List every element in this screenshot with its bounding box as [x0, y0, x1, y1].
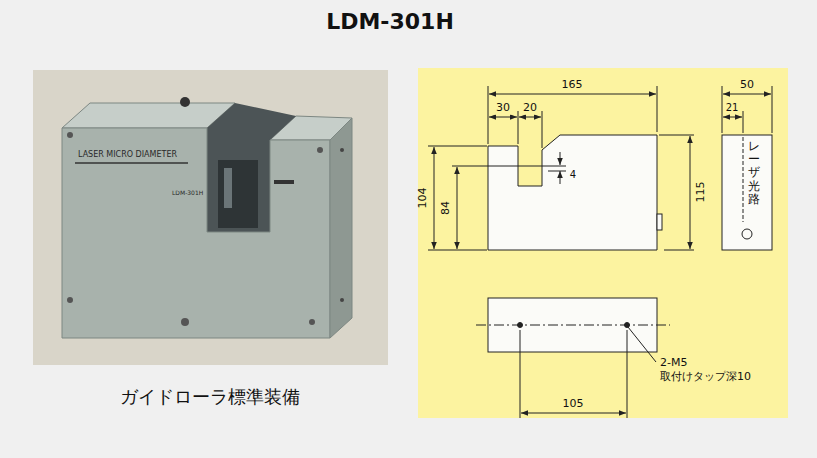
device-model: LDM-301H: [172, 190, 203, 197]
technical-drawing: [418, 68, 788, 418]
dimension: 4: [570, 169, 576, 181]
dimension: 104: [417, 188, 430, 209]
dimension: 115: [695, 182, 708, 203]
title: LDM-301H: [326, 9, 454, 34]
device-marking: LASER MICRO DIAMETER: [78, 150, 177, 159]
dimension: 50: [738, 79, 756, 92]
dimension: 84: [440, 201, 453, 215]
dimension: 165: [560, 79, 585, 92]
tap-note: 2-M5 取付けタップ深10: [660, 356, 764, 384]
dimension: 105: [561, 398, 586, 411]
laser-path-label: レーザ光路: [748, 140, 760, 206]
caption: ガイドローラ標準装備: [120, 387, 300, 408]
dimension: 20: [521, 102, 539, 115]
dimension: 30: [494, 102, 512, 115]
dimension: 21: [724, 102, 741, 114]
device-photo: [33, 70, 388, 365]
